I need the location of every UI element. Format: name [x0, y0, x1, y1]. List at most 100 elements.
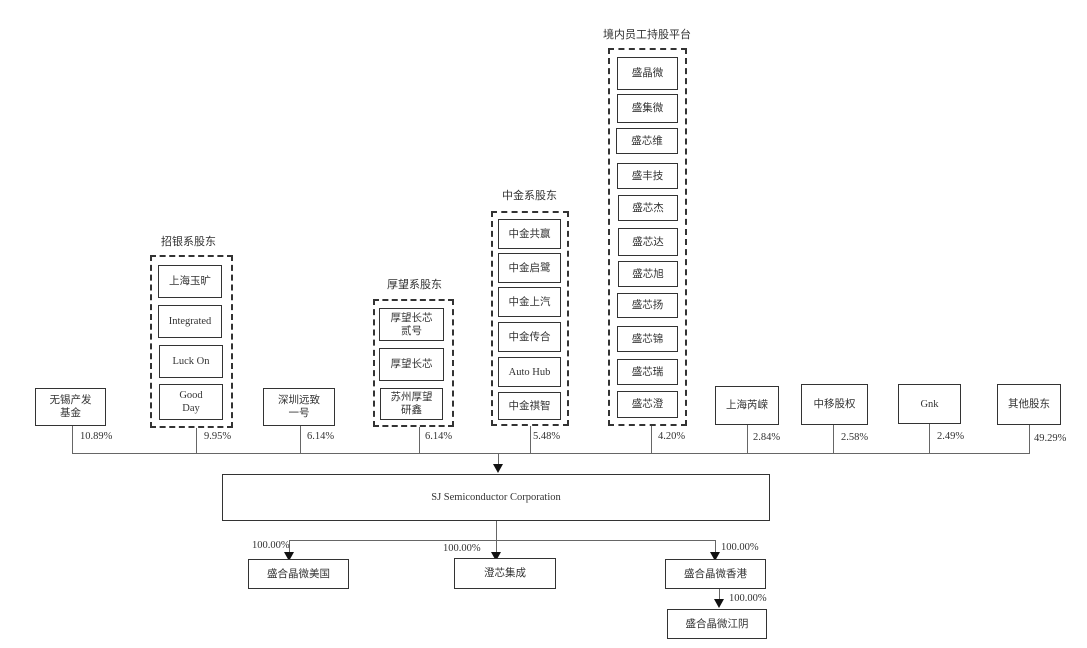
subsidiary-chengxin-box[interactable]: 澄芯集成 [454, 558, 556, 589]
member-esop-9[interactable]: 盛芯瑞 [617, 359, 678, 385]
pct-sub-chengxin: 100.00% [443, 543, 481, 554]
arrow-down-icon [491, 552, 501, 561]
pct-sub-us: 100.00% [252, 540, 290, 551]
member-label: 盛芯瑞 [631, 365, 664, 378]
member-label: Integrated [168, 316, 212, 327]
connector-zhongjin [530, 426, 531, 453]
subsidiary-bus-line [289, 540, 715, 541]
group-zhongjin [491, 211, 569, 426]
member-zhongjin-0[interactable]: 中金共赢 [498, 219, 561, 249]
connector-zhaoyin [196, 428, 197, 453]
member-houwang-0[interactable]: 厚望长芯 贰号 [379, 308, 444, 341]
group-houwang [373, 299, 454, 427]
member-label: 厚望长芯 [390, 358, 433, 370]
member-esop-3[interactable]: 盛丰技 [617, 163, 678, 189]
member-zhaoyin-1[interactable]: Integrated [158, 305, 222, 338]
member-esop-5[interactable]: 盛芯达 [618, 228, 678, 256]
member-label: 盛芯扬 [631, 299, 664, 311]
subsidiary-hk-box[interactable]: 盛合晶微香港 [665, 559, 766, 589]
shareholder-bus-line [72, 453, 1030, 454]
member-label: 盛芯达 [632, 235, 664, 248]
group-title-zhongjin: 中金系股东 [502, 189, 557, 202]
member-label: 盛芯维 [631, 134, 663, 147]
shareholder-ruirong-label: 上海芮嵘 [726, 399, 768, 411]
pct-wuxi: 10.89% [80, 431, 113, 442]
member-label: 厚望长芯 贰号 [390, 311, 433, 337]
shareholder-shenzhen-label: 深圳远致 一号 [278, 394, 320, 419]
connector-hk-jiangyin [719, 589, 720, 601]
member-label: 中金共赢 [508, 227, 551, 240]
subsidiary-us-label: 盛合晶微美国 [267, 567, 330, 580]
member-esop-2[interactable]: 盛芯维 [616, 128, 678, 154]
member-label: 上海玉旷 [169, 275, 211, 287]
member-label: Luck On [172, 356, 210, 367]
member-houwang-1[interactable]: 厚望长芯 [379, 348, 444, 381]
group-esop [608, 48, 687, 426]
arrow-down-icon [710, 552, 720, 561]
member-label: 盛芯澄 [631, 398, 664, 410]
pct-zhongjin: 5.48% [533, 431, 561, 442]
pct-esop: 4.20% [658, 431, 686, 442]
member-label: 中金祺智 [508, 399, 551, 412]
member-zhongjin-1[interactable]: 中金启鹭 [498, 253, 561, 283]
shareholder-zhongyi-label: 中移股权 [813, 398, 856, 410]
connector-others [1029, 425, 1030, 453]
member-label: 盛芯杰 [632, 201, 664, 214]
pct-sub-jiangyin: 100.00% [729, 593, 767, 604]
pct-zhaoyin: 9.95% [204, 431, 232, 442]
member-label: 苏州厚望 研鑫 [390, 391, 433, 416]
shareholder-gnk-label: Gnk [920, 398, 939, 410]
group-title-houwang: 厚望系股东 [387, 278, 442, 291]
member-esop-4[interactable]: 盛芯杰 [618, 195, 678, 221]
member-zhongjin-2[interactable]: 中金上汽 [498, 287, 561, 317]
connector-zhongyi [833, 425, 834, 453]
connector-sub-hk [715, 540, 716, 557]
member-label: Good Day [179, 390, 203, 414]
pct-houwang: 6.14% [425, 431, 453, 442]
member-esop-10[interactable]: 盛芯澄 [617, 391, 678, 418]
connector-sub-us [289, 540, 290, 557]
subsidiary-jiangyin-box[interactable]: 盛合晶微江阴 [667, 609, 767, 639]
member-esop-7[interactable]: 盛芯扬 [617, 293, 678, 318]
shareholder-wuxi-box[interactable]: 无锡产发 基金 [35, 388, 106, 426]
member-esop-1[interactable]: 盛集微 [617, 94, 678, 123]
subsidiary-us-box[interactable]: 盛合晶微美国 [248, 559, 349, 589]
connector-houwang [419, 427, 420, 453]
member-zhongjin-3[interactable]: 中金传合 [498, 322, 561, 352]
connector-company-down [496, 521, 497, 557]
shareholder-zhongyi-box[interactable]: 中移股权 [801, 384, 868, 425]
member-esop-0[interactable]: 盛晶微 [617, 57, 678, 90]
shareholder-others-box[interactable]: 其他股东 [997, 384, 1061, 425]
shareholder-ruirong-box[interactable]: 上海芮嵘 [715, 386, 779, 425]
member-zhaoyin-2[interactable]: Luck On [159, 345, 223, 378]
shareholder-gnk-box[interactable]: Gnk [898, 384, 961, 424]
member-zhaoyin-3[interactable]: Good Day [159, 384, 223, 420]
group-zhaoyin [150, 255, 233, 428]
member-label: 盛芯锦 [631, 332, 664, 345]
connector-gnk [929, 424, 930, 453]
member-esop-6[interactable]: 盛芯旭 [618, 261, 678, 287]
pct-zhongyi: 2.58% [841, 432, 869, 443]
connector-shenzhen [300, 426, 301, 453]
shareholder-shenzhen-box[interactable]: 深圳远致 一号 [263, 388, 335, 426]
member-houwang-2[interactable]: 苏州厚望 研鑫 [380, 388, 443, 420]
subsidiary-jiangyin-label: 盛合晶微江阴 [685, 617, 749, 630]
member-label: 盛晶微 [631, 67, 664, 79]
company-box[interactable]: SJ Semiconductor Corporation [222, 474, 770, 521]
member-label: 盛集微 [631, 102, 664, 114]
connector-to-company [498, 453, 499, 465]
member-zhongjin-4[interactable]: Auto Hub [498, 357, 561, 387]
arrow-down-icon [714, 599, 724, 608]
company-label: SJ Semiconductor Corporation [431, 492, 561, 503]
arrow-down-icon [284, 552, 294, 561]
member-label: 中金启鹭 [508, 261, 551, 274]
pct-ruirong: 2.84% [753, 432, 781, 443]
subsidiary-hk-label: 盛合晶微香港 [684, 567, 747, 580]
member-zhaoyin-0[interactable]: 上海玉旷 [158, 265, 222, 298]
subsidiary-chengxin-label: 澄芯集成 [484, 567, 526, 579]
member-zhongjin-5[interactable]: 中金祺智 [498, 392, 561, 420]
member-label: 盛芯旭 [632, 267, 664, 280]
pct-sub-hk: 100.00% [721, 542, 759, 553]
member-esop-8[interactable]: 盛芯锦 [617, 326, 678, 352]
member-label: 中金传合 [508, 330, 551, 343]
